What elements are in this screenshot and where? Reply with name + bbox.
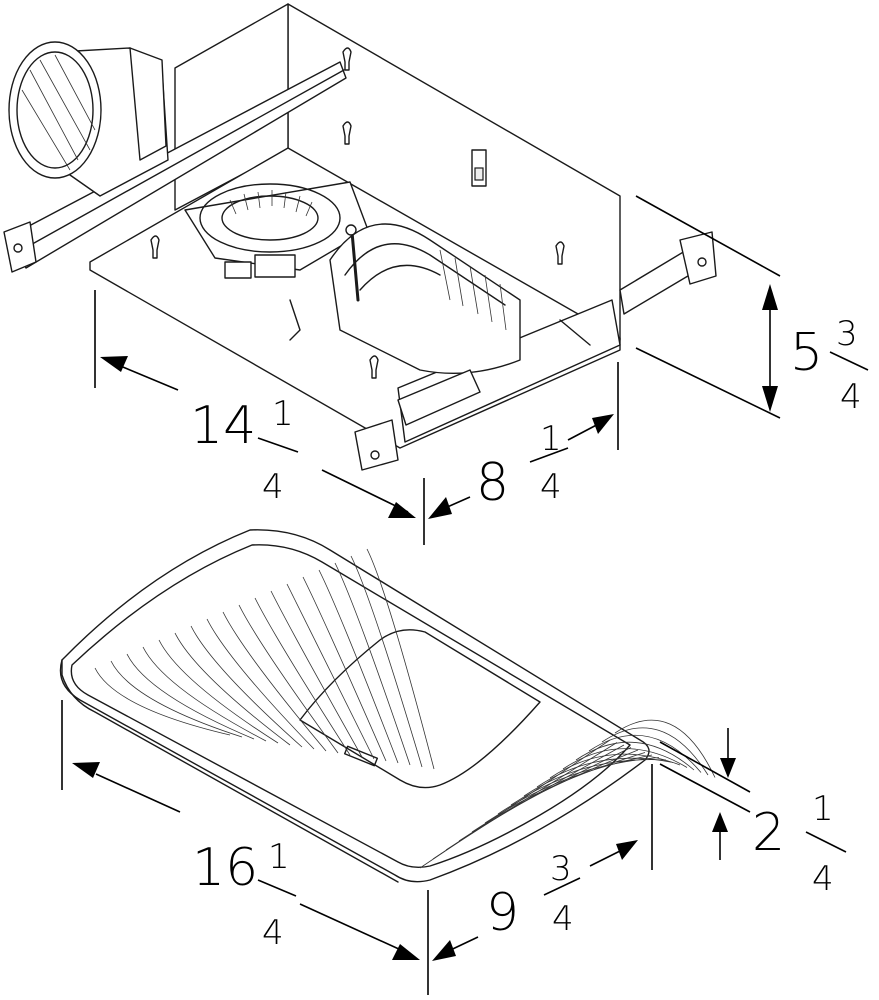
grille-depth-dimension: 2 1 4 (659, 728, 847, 899)
louver-slat (174, 632, 291, 746)
grille-width-denominator: 4 (552, 899, 574, 939)
grille-width-numerator: 3 (550, 849, 572, 889)
grille-depth-numerator: 1 (812, 789, 834, 829)
housing-width-numerator: 1 (540, 419, 562, 459)
louver-slat (206, 618, 315, 750)
grille-depth-whole: 2 (752, 803, 785, 863)
housing-width-dimension: 8 1 4 (428, 362, 619, 519)
housing-length-denominator: 4 (262, 467, 284, 507)
louver-slat (270, 590, 363, 758)
louver-slat (126, 653, 255, 740)
louver-slat (601, 727, 709, 776)
louver-slat (286, 583, 375, 760)
housing-height-denominator: 4 (840, 377, 862, 417)
grille-width-whole: 9 (486, 883, 519, 943)
blower-motor (184, 181, 369, 279)
louver-slat (549, 753, 681, 779)
louver-slat (190, 625, 303, 748)
louver-slat (110, 660, 243, 738)
housing-length-numerator: 1 (272, 394, 294, 434)
louver-slat (350, 555, 423, 768)
louver-slat (484, 752, 646, 824)
grille-louvers-left (94, 548, 435, 770)
louver-slat (536, 757, 674, 788)
louver-slat (318, 569, 399, 764)
louver-slat (142, 646, 267, 742)
housing-height-whole: 5 (790, 323, 823, 383)
grille-louvers-right (419, 719, 716, 869)
louver-slat (562, 748, 688, 770)
fan-housing (3, 3, 717, 471)
louver-slat (497, 754, 653, 815)
grille-length-denominator: 4 (262, 913, 284, 953)
housing-height-numerator: 3 (836, 314, 858, 354)
grille-length-whole: 16 (192, 838, 258, 898)
grille-length-numerator: 1 (268, 837, 290, 877)
housing-length-dimension: 14 1 4 (94, 290, 425, 545)
louver-slat (523, 759, 667, 797)
louver-slat (575, 741, 695, 771)
louver-slat (366, 548, 435, 770)
louver-slat (471, 749, 639, 833)
louver-slat (302, 576, 387, 762)
louver-slat (158, 639, 279, 744)
louver-slat (254, 597, 351, 756)
louver-slat (222, 611, 327, 752)
louver-slat (614, 719, 716, 778)
housing-length-whole: 14 (190, 396, 256, 456)
louver-slat (94, 667, 231, 736)
grille-width-dimension: 9 3 4 (432, 764, 653, 961)
louver-slat (588, 734, 702, 773)
duct-collar (8, 41, 169, 197)
housing-width-denominator: 4 (540, 467, 562, 507)
louver-slat (334, 562, 411, 766)
grille-depth-denominator: 4 (812, 859, 834, 899)
housing-height-dimension: 5 3 4 (635, 195, 869, 419)
louver-slat (238, 604, 339, 754)
fan-grille (59, 529, 716, 883)
grille-length-dimension: 16 1 4 (61, 700, 429, 995)
housing-width-whole: 8 (476, 453, 509, 513)
